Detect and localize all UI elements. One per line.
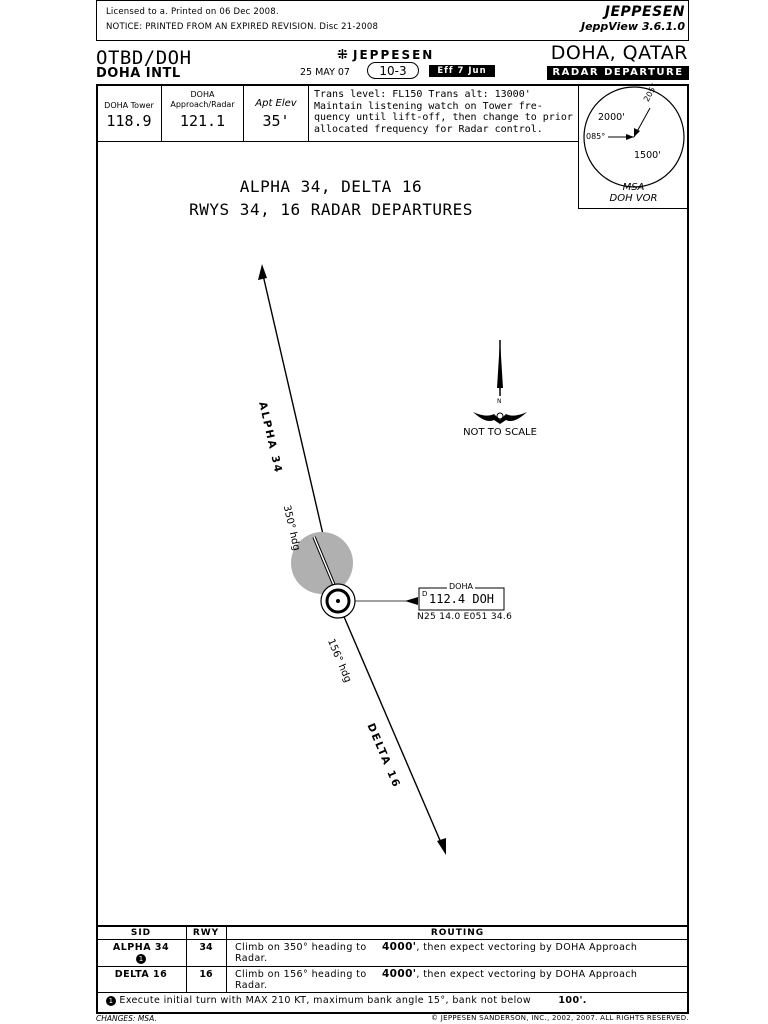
divider bbox=[308, 84, 309, 142]
jeppesen-logo: ⁜ JEPPESEN bbox=[337, 44, 434, 63]
routing-vectoring: , then expect vectoring by DOHA Approach bbox=[416, 969, 638, 980]
routing-vectoring: , then expect vectoring by DOHA Approach bbox=[416, 942, 638, 953]
chart-frame bbox=[96, 84, 689, 1014]
table-row: ALPHA 34 1 34 Climb on 350° heading to 4… bbox=[96, 940, 689, 966]
north-label: N bbox=[497, 398, 502, 405]
elevation-label: Apt Elev bbox=[255, 98, 297, 109]
airport-ident: OTBD/DOH bbox=[96, 47, 192, 69]
info-line: Maintain listening watch on Tower fre- bbox=[314, 100, 543, 112]
jeppesen-logo-text: JEPPESEN bbox=[353, 48, 435, 62]
footnote-marker-number: 1 bbox=[108, 996, 114, 1005]
license-line1: Licensed to a. Printed on 06 Dec 2008. bbox=[106, 7, 279, 17]
routing-text-cont: Radar. bbox=[235, 980, 268, 991]
footnote-marker-icon: 1 bbox=[136, 954, 146, 964]
approach-frequency: 121.1 bbox=[179, 112, 226, 130]
msa-circle bbox=[583, 86, 685, 188]
jeppesen-logo-icon: ⁜ bbox=[337, 48, 348, 63]
not-to-scale-label: NOT TO SCALE bbox=[463, 427, 537, 438]
routing-text: Climb on 156° heading to 4000', then exp… bbox=[235, 968, 685, 980]
table-top-rule bbox=[96, 925, 689, 927]
wings-center-icon bbox=[496, 412, 504, 420]
runway-number: 34 bbox=[199, 942, 213, 953]
not-to-scale-wings-icon bbox=[473, 412, 527, 424]
north-arrow-head-icon bbox=[497, 340, 503, 388]
chart-type-bar: RADAR DEPARTURE bbox=[547, 66, 689, 80]
chart-number: 10-3 bbox=[367, 62, 419, 79]
msa-alt-south: 1500' bbox=[634, 150, 661, 161]
msa-box bbox=[578, 84, 689, 209]
city-name: DOHA, QATAR bbox=[550, 42, 688, 64]
routing-climb: Climb on 156° heading to bbox=[235, 969, 367, 980]
license-box bbox=[96, 0, 689, 41]
msa-diagram bbox=[583, 86, 685, 188]
sid-name: DELTA 16 bbox=[114, 969, 168, 980]
divider bbox=[243, 84, 244, 142]
vor-compass-rose-icon bbox=[325, 588, 351, 614]
table-row: DELTA 16 16 Climb on 156° heading to 400… bbox=[96, 967, 689, 992]
vor-name: DOHA bbox=[447, 582, 475, 591]
copyright: © JEPPESEN SANDERSON, INC., 2002, 2007. … bbox=[430, 1014, 689, 1022]
chart-title-line2: RWYS 34, 16 RADAR DEPARTURES bbox=[189, 200, 473, 219]
tower-frequency: 118.9 bbox=[106, 112, 152, 130]
routing-climb: Climb on 350° heading to bbox=[235, 942, 367, 953]
col-header-rwy: RWY bbox=[192, 928, 220, 938]
msa-sub: DOH VOR bbox=[609, 193, 658, 204]
col-header-sid: SID bbox=[130, 928, 152, 938]
table-row-rule bbox=[96, 966, 689, 967]
approach-label: DOHA bbox=[190, 90, 215, 99]
vor-frequency: 112.4 DOH bbox=[429, 592, 495, 606]
airport-disc bbox=[291, 532, 353, 594]
arrowhead-north-icon bbox=[258, 264, 267, 280]
info-line: quency until lift-off, then change to pr… bbox=[314, 112, 573, 123]
info-text: Trans level: FL150 Trans alt: 13000' Mai… bbox=[314, 89, 576, 135]
footnote-marker-icon: 1 bbox=[106, 995, 116, 1006]
msa-arrow-icon bbox=[626, 134, 634, 140]
table-row-rule bbox=[96, 992, 689, 993]
info-line: allocated frequency for Radar control. bbox=[314, 123, 543, 135]
sid-name: ALPHA 34 bbox=[112, 942, 170, 953]
footnote: 1 Execute initial turn with MAX 210 KT, … bbox=[106, 995, 686, 1006]
msa-alt-north: 2000' bbox=[598, 112, 625, 123]
routing-text: Climb on 350° heading to 4000', then exp… bbox=[235, 941, 685, 953]
license-line2: NOTICE: PRINTED FROM AN EXPIRED REVISION… bbox=[106, 22, 379, 32]
chart-title-line1: ALPHA 34, DELTA 16 bbox=[239, 177, 423, 196]
table-col-rule bbox=[186, 925, 187, 992]
changes-note: CHANGES: MSA. bbox=[96, 1014, 157, 1023]
table-header-rule bbox=[96, 939, 689, 940]
chart-date: 25 MAY 07 bbox=[300, 67, 350, 78]
approach-label-2: Approach/Radar bbox=[170, 100, 235, 109]
col-header-routing: ROUTING bbox=[430, 928, 485, 938]
vor-leader-arrow-icon bbox=[405, 597, 418, 605]
runway-centerline bbox=[313, 536, 335, 586]
info-line: Trans level: FL150 Trans alt: 13000' bbox=[314, 89, 531, 100]
vor-coordinates: N25 14.0 E051 34.6 bbox=[417, 612, 513, 622]
routing-altitude: 4000' bbox=[381, 968, 417, 980]
divider bbox=[161, 84, 162, 142]
effective-date: Eff 7 Jun bbox=[429, 65, 495, 77]
msa-bearing-085: 085° bbox=[586, 132, 606, 141]
routing-altitude: 4000' bbox=[381, 941, 417, 953]
delta-16-track bbox=[341, 611, 443, 846]
footnote-text: Execute initial turn with MAX 210 KT, ma… bbox=[119, 995, 531, 1006]
tower-label: DOHA Tower bbox=[104, 101, 154, 110]
msa-label: MSA bbox=[622, 182, 645, 193]
arrowhead-south-icon bbox=[437, 838, 446, 855]
msa-arrow-icon bbox=[634, 128, 640, 137]
vor-center-icon bbox=[336, 599, 340, 603]
jeppesen-brand: JEPPESEN bbox=[604, 4, 685, 20]
elevation-value: 35' bbox=[262, 112, 290, 130]
footnote-altitude: 100'. bbox=[558, 995, 587, 1006]
runway-number: 16 bbox=[199, 969, 213, 980]
alpha-34-track bbox=[262, 274, 335, 583]
footnote-marker-number: 1 bbox=[138, 955, 144, 963]
vor-d-symbol: D bbox=[422, 590, 428, 598]
airport-name: DOHA INTL bbox=[96, 66, 181, 81]
table-col-rule bbox=[226, 925, 227, 992]
routing-text-cont: Radar. bbox=[235, 953, 268, 964]
jeppview-version: JeppView 3.6.1.0 bbox=[581, 20, 685, 33]
